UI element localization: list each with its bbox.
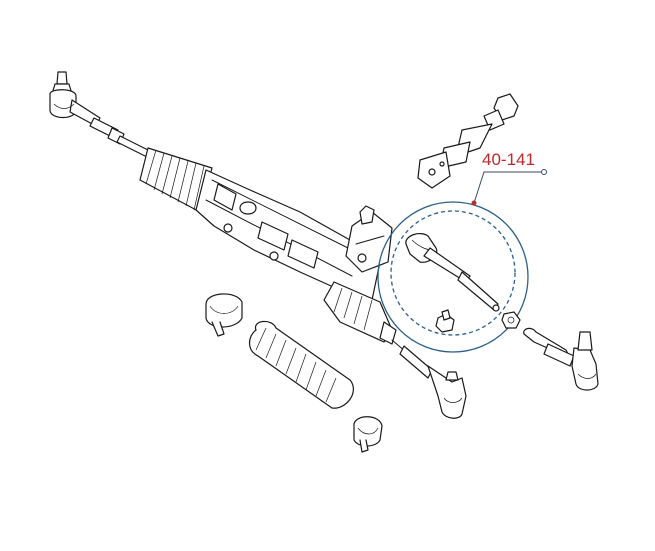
boot-clamp-upper-icon [205,293,243,337]
left-tie-rod-shaft-icon [89,117,153,159]
inner-tie-rod-icon [405,232,500,312]
callout-leader-endpoint [541,169,547,175]
right-outer-tie-rod-end-icon [391,339,467,419]
steering-rack-housing-icon [195,169,381,301]
rack-boot-icon [248,320,354,409]
jam-nut-icon [435,309,455,333]
right-housing-end-icon [323,281,397,345]
callout-leader-dot [471,200,477,206]
tie-rod-nut-icon [501,311,521,329]
boot-clamp-lower-icon [353,416,383,453]
callout-part-number: 40-141 [482,150,535,169]
callout-leader-line [473,171,544,204]
steering-shaft-coupler-icon [417,93,519,189]
steering-valve-body-icon [345,205,393,273]
left-outer-tie-rod-end-icon [49,71,101,127]
highlight-circle [377,201,529,353]
highlight-dashed-circle [390,210,516,336]
far-right-outer-tie-rod-end-icon [523,327,599,391]
